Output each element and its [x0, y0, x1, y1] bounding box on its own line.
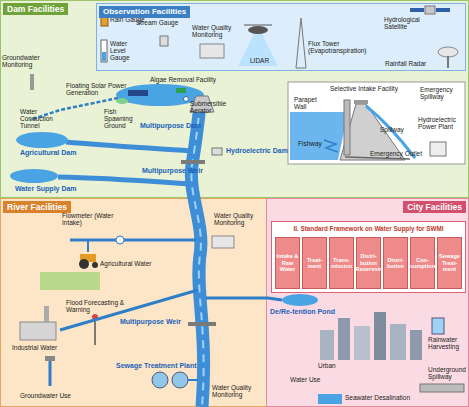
node-text: Sewage Treat-ment [438, 253, 461, 272]
node-text: City Facilities [403, 201, 466, 213]
node-text: Dam Facilities [3, 3, 68, 15]
node-text: River Facilities [3, 201, 71, 213]
node-text: Con-sumption [410, 257, 435, 270]
process-step: Trans-mission [329, 237, 354, 289]
process-step: Sewage Treat-ment [437, 237, 462, 289]
process-step: Distri-bution [383, 237, 408, 289]
process-step: Distri-bution Reservoir [356, 237, 381, 289]
process-step: Intake & Raw Water [275, 237, 300, 289]
node-text: II. Standard Framework on Water Supply f… [272, 222, 465, 232]
framework-box: II. Standard Framework on Water Supply f… [271, 221, 466, 293]
node-text: Treat-ment [303, 257, 326, 270]
process-step: Treat-ment [302, 237, 327, 289]
facility-band: Dam Facilities Observation Facilities [0, 0, 469, 198]
process-step: Con-sumption [410, 237, 435, 289]
node-text: Distri-bution Reservoir [356, 253, 382, 272]
node-text: Observation Facilities [99, 6, 190, 18]
facility-band: River Facilities [0, 198, 268, 407]
node-text: Trans-mission [330, 257, 353, 270]
node-text: Intake & Raw Water [276, 253, 299, 272]
observation-box: Observation Facilities [96, 3, 466, 71]
facility-band: City FacilitiesII. Standard Framework on… [266, 198, 469, 407]
node-text: Distri-bution [384, 257, 407, 270]
